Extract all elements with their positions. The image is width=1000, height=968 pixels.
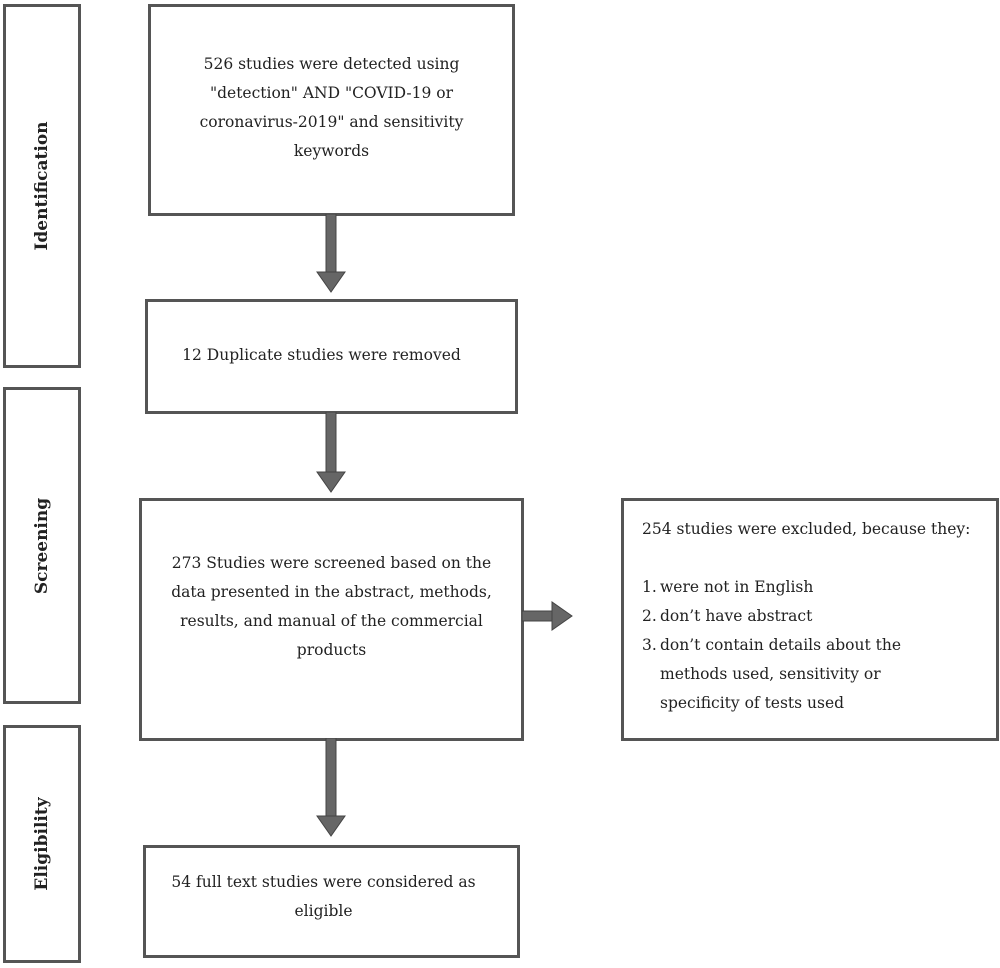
duplicates-line: 12 Duplicate studies were removed — [182, 346, 461, 364]
screened-box: 273 Studies were screened based on the d… — [139, 498, 524, 741]
identified-line: "detection" AND "COVID-19 or — [209, 84, 454, 102]
stage-screening-label: Screening — [32, 497, 52, 594]
duplicates-box: 12 Duplicate studies were removed — [145, 299, 518, 414]
identified-line: 526 studies were detected using — [203, 55, 460, 73]
identified-box: 526 studies were detected using "detecti… — [148, 4, 515, 216]
identified-line: coronavirus-2019" and sensitivity — [199, 113, 464, 131]
excluded-item-text: don’t have abstract — [660, 607, 813, 625]
arrow-down-1 — [316, 214, 346, 293]
screened-text: 273 Studies were screened based on the d… — [142, 549, 521, 665]
identified-line: keywords — [293, 142, 370, 160]
excluded-item: 3. don’t contain details about the metho… — [642, 631, 986, 718]
screened-line: 273 Studies were screened based on the — [171, 554, 492, 572]
stage-eligibility: Eligibility — [3, 725, 81, 963]
eligible-line: 54 full text studies were considered as — [171, 873, 476, 891]
excluded-item-text: methods used, sensitivity or — [660, 665, 881, 683]
duplicates-text: 12 Duplicate studies were removed — [128, 341, 515, 370]
stage-identification: Identification — [3, 4, 81, 368]
excluded-item-number: 3. — [642, 636, 657, 654]
stage-identification-label: Identification — [32, 121, 52, 251]
excluded-text: 254 studies were excluded, because they:… — [642, 515, 986, 718]
excluded-item: 1. were not in English — [642, 573, 986, 602]
stage-screening: Screening — [3, 387, 81, 704]
arrow-down-2 — [316, 412, 346, 493]
arrow-down-3 — [316, 738, 346, 837]
eligible-text: 54 full text studies were considered as … — [130, 868, 517, 926]
screened-line: products — [296, 641, 367, 659]
excluded-item-text: specificity of tests used — [660, 694, 845, 712]
excluded-item-number: 1. — [642, 578, 657, 596]
screened-line: data presented in the abstract, methods, — [171, 583, 492, 601]
excluded-item-text: were not in English — [660, 578, 814, 596]
identified-text: 526 studies were detected using "detecti… — [151, 50, 512, 166]
excluded-item-number: 2. — [642, 607, 657, 625]
excluded-item: 2. don’t have abstract — [642, 602, 986, 631]
excluded-item-text: don’t contain details about the — [660, 636, 902, 654]
eligible-line: eligible — [294, 902, 353, 920]
excluded-heading: 254 studies were excluded, because they: — [642, 520, 971, 538]
stage-eligibility-label: Eligibility — [32, 797, 52, 891]
excluded-box: 254 studies were excluded, because they:… — [621, 498, 999, 741]
screened-line: results, and manual of the commercial — [180, 612, 483, 630]
arrow-right — [522, 601, 573, 631]
eligible-box: 54 full text studies were considered as … — [143, 845, 520, 958]
